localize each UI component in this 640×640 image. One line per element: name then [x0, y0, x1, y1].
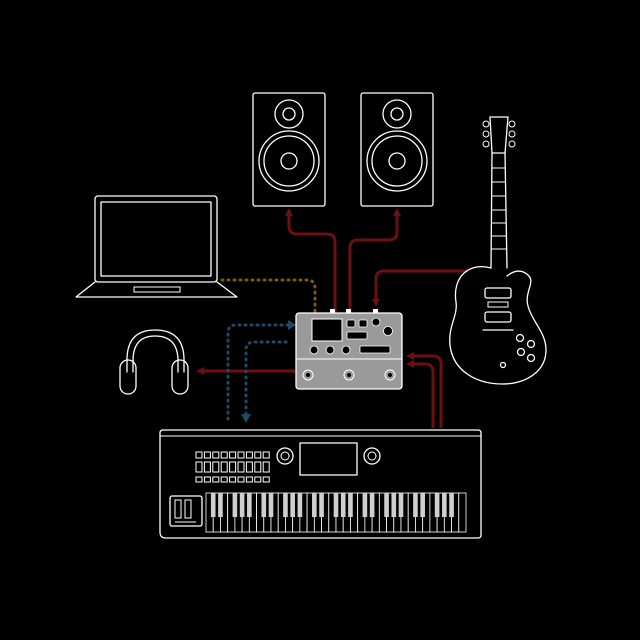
guitar-icon	[449, 116, 547, 385]
pad	[203, 451, 211, 459]
pad-button	[212, 476, 220, 483]
pad	[254, 451, 262, 459]
pad-slider	[237, 461, 245, 473]
black-key	[369, 493, 375, 517]
black-key	[384, 493, 389, 517]
black-key	[283, 493, 288, 517]
black-key	[413, 493, 418, 517]
black-key	[268, 493, 274, 517]
pad-slider	[195, 461, 203, 473]
black-key	[340, 493, 346, 517]
keyboard-synth-icon	[159, 429, 482, 539]
pad	[245, 451, 253, 459]
usb-cable-from-laptop	[220, 278, 317, 314]
black-key	[449, 493, 454, 517]
pad-slider	[245, 461, 253, 473]
midi-arrow-head-1	[288, 320, 296, 330]
pad-button	[195, 476, 203, 483]
pad-grid	[195, 451, 270, 483]
pad-button	[245, 476, 253, 483]
black-key	[232, 493, 238, 517]
midi-cable-out-to-keyboard	[226, 323, 290, 424]
black-key	[312, 493, 317, 517]
pad-slider	[220, 461, 228, 473]
black-key	[434, 493, 440, 517]
black-key	[442, 493, 447, 517]
audio-cable-from-keyboard-2	[406, 352, 443, 428]
black-key	[210, 493, 216, 517]
speaker-left	[252, 92, 326, 207]
headphones-icon	[119, 329, 189, 395]
pad-slider	[203, 461, 211, 473]
audio-cable-from-keyboard-1	[406, 360, 435, 428]
pad-slider	[254, 461, 262, 473]
black-key	[297, 493, 303, 517]
pad-slider	[229, 461, 237, 473]
black-key	[319, 493, 324, 517]
black-key	[261, 493, 267, 517]
pad	[212, 451, 220, 459]
pad-button	[220, 476, 228, 483]
black-key	[420, 493, 425, 517]
cables	[196, 208, 468, 428]
black-key	[247, 493, 252, 517]
black-key	[348, 493, 353, 517]
pad-slider	[212, 461, 220, 473]
audio-cable-to-right-speaker	[348, 208, 401, 312]
pad	[237, 451, 245, 459]
pad-button	[237, 476, 245, 483]
black-key	[391, 493, 397, 517]
pad-button	[262, 476, 270, 483]
audio-cable-from-guitar	[372, 269, 468, 307]
black-key	[362, 493, 368, 517]
black-key	[239, 493, 245, 517]
midi-arrow-head-2	[241, 414, 251, 423]
pad	[229, 451, 237, 459]
audio-cable-to-left-speaker	[285, 208, 337, 312]
keybed	[205, 492, 467, 533]
pad-button	[229, 476, 237, 483]
black-key	[398, 493, 404, 517]
midi-cable-in-from-keyboard	[244, 340, 290, 422]
effects-processor-icon	[295, 309, 403, 390]
speaker-right	[360, 92, 434, 207]
black-key	[333, 493, 339, 517]
white-key	[458, 492, 467, 533]
laptop-icon	[75, 195, 238, 298]
black-key	[290, 493, 295, 517]
pad	[220, 451, 228, 459]
pad	[195, 451, 203, 459]
pad-slider	[262, 461, 270, 473]
pad-button	[254, 476, 262, 483]
black-key	[218, 493, 223, 517]
pad	[262, 451, 270, 459]
pad-button	[203, 476, 211, 483]
